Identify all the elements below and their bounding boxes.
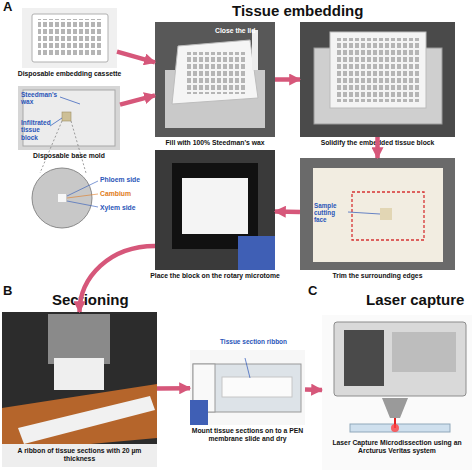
step-caption: Disposable embedding cassette xyxy=(12,70,127,78)
caption-strip xyxy=(2,444,157,467)
step-caption: Place the block on the rotary microtome xyxy=(143,272,288,280)
cassette-body xyxy=(32,14,108,62)
zoom-line xyxy=(71,121,86,173)
instrument-body xyxy=(334,322,466,396)
photo-annotation: Close the lid xyxy=(215,27,273,35)
flow-arrow xyxy=(275,209,300,214)
step-caption: Disposable base mold xyxy=(14,152,124,160)
leader-line xyxy=(245,358,250,378)
pen-slide xyxy=(193,364,301,412)
tissue-zoom xyxy=(32,121,98,228)
step-caption: Mount tissue sections on to a PEN membra… xyxy=(185,427,310,443)
leader-line xyxy=(67,201,98,207)
panel-letter: C xyxy=(308,284,317,299)
panel-letter: A xyxy=(3,0,12,15)
wax-block xyxy=(182,178,248,234)
leader-line xyxy=(60,97,80,104)
photo-background xyxy=(300,158,455,270)
slide-photo xyxy=(190,350,305,425)
flow-arrow xyxy=(117,52,155,63)
flow-arrow xyxy=(375,137,380,158)
zoom-line xyxy=(40,121,62,173)
layer-label: Xylem side xyxy=(100,204,136,212)
photo-annotation: Laser Capture Microdissection using an A… xyxy=(328,439,466,455)
cassette-slots xyxy=(336,38,420,102)
instrument-cover xyxy=(392,332,456,372)
cassette-lid xyxy=(172,40,258,104)
photo-panel: Sample cutting faceTrim the surrounding … xyxy=(300,158,455,270)
trim-photo xyxy=(300,158,455,270)
flow-arrow xyxy=(157,386,190,391)
cassette-photo xyxy=(22,8,117,68)
instrument-panel xyxy=(344,330,384,386)
photo-background xyxy=(300,22,455,137)
cassette-slots xyxy=(38,19,102,57)
blade-holder xyxy=(2,384,157,452)
tissue-block xyxy=(380,208,392,220)
microtome-photo xyxy=(155,150,275,270)
lid-tab xyxy=(252,30,258,70)
zoom-circle xyxy=(32,168,92,228)
laser-spot xyxy=(391,424,399,432)
photo-background xyxy=(155,22,275,137)
section-title: Sectioning xyxy=(52,291,129,308)
lcm-photo xyxy=(322,315,472,470)
photo-background xyxy=(190,350,305,425)
section-title: Tissue embedding xyxy=(232,2,363,19)
leader-line xyxy=(67,181,98,196)
photo-annotation: Sample cutting face xyxy=(314,202,348,224)
photo-panel: A ribbon of tissue sections with 20 µm t… xyxy=(2,312,157,467)
section-ribbon xyxy=(18,396,155,444)
base-mold-photo xyxy=(18,86,120,150)
photo-panel: Solidify the embedded tissue block xyxy=(300,22,455,137)
wax-block xyxy=(313,168,443,262)
panel-letter: B xyxy=(3,284,12,299)
glove xyxy=(190,400,208,425)
leader-line xyxy=(67,194,98,198)
section-title: Laser capture xyxy=(366,291,464,308)
ribbon-photo xyxy=(2,312,157,467)
flow-arrow xyxy=(275,77,300,82)
fill-photo xyxy=(155,22,275,137)
photo-panel: Laser Capture Microdissection using an A… xyxy=(322,315,472,470)
step-caption: Solidify the embedded tissue block xyxy=(298,139,458,147)
photo-panel: Steedman's waxInfiltrated tissue blockDi… xyxy=(18,86,120,150)
cassette-slots xyxy=(186,52,246,94)
tissue-block xyxy=(62,112,71,121)
layer-label: Cambium xyxy=(100,190,131,198)
photo-background xyxy=(2,312,157,467)
solidify-photo xyxy=(300,22,455,137)
photo-panel: Disposable embedding cassette xyxy=(22,8,117,68)
cassette-body xyxy=(330,32,426,108)
photo-background xyxy=(155,150,275,270)
step-caption: Trim the surrounding edges xyxy=(298,272,458,280)
photo-background xyxy=(22,8,117,68)
glove xyxy=(238,236,275,270)
objective-lens xyxy=(382,398,408,418)
flow-arrow xyxy=(80,246,156,312)
flow-arrow xyxy=(305,387,322,392)
microtome-head xyxy=(48,314,110,364)
photo-panel: Place the block on the rotary microtome xyxy=(155,150,275,270)
photo-background xyxy=(18,86,120,150)
layer-label: Phloem side xyxy=(100,176,140,184)
photo-panel: Close the lidFill with 100% Steedman's w… xyxy=(155,22,275,137)
photo-annotation: Infiltrated tissue block xyxy=(21,119,53,141)
wax-block xyxy=(54,358,104,390)
photo-annotation: Steedman's wax xyxy=(21,91,61,106)
photo-background xyxy=(322,315,472,470)
tissue-ribbon xyxy=(222,377,292,397)
flow-arrow xyxy=(120,95,155,104)
slide xyxy=(350,424,450,432)
photo-annotation: A ribbon of tissue sections with 20 µm t… xyxy=(6,447,153,463)
photo-panel: Tissue section ribbonMount tissue sectio… xyxy=(190,350,305,425)
tissue-sample xyxy=(58,194,66,202)
photo-annotation: Tissue section ribbon xyxy=(220,338,305,345)
step-caption: Fill with 100% Steedman's wax xyxy=(153,139,278,147)
leader-line xyxy=(348,212,380,214)
cutting-area xyxy=(352,192,424,240)
